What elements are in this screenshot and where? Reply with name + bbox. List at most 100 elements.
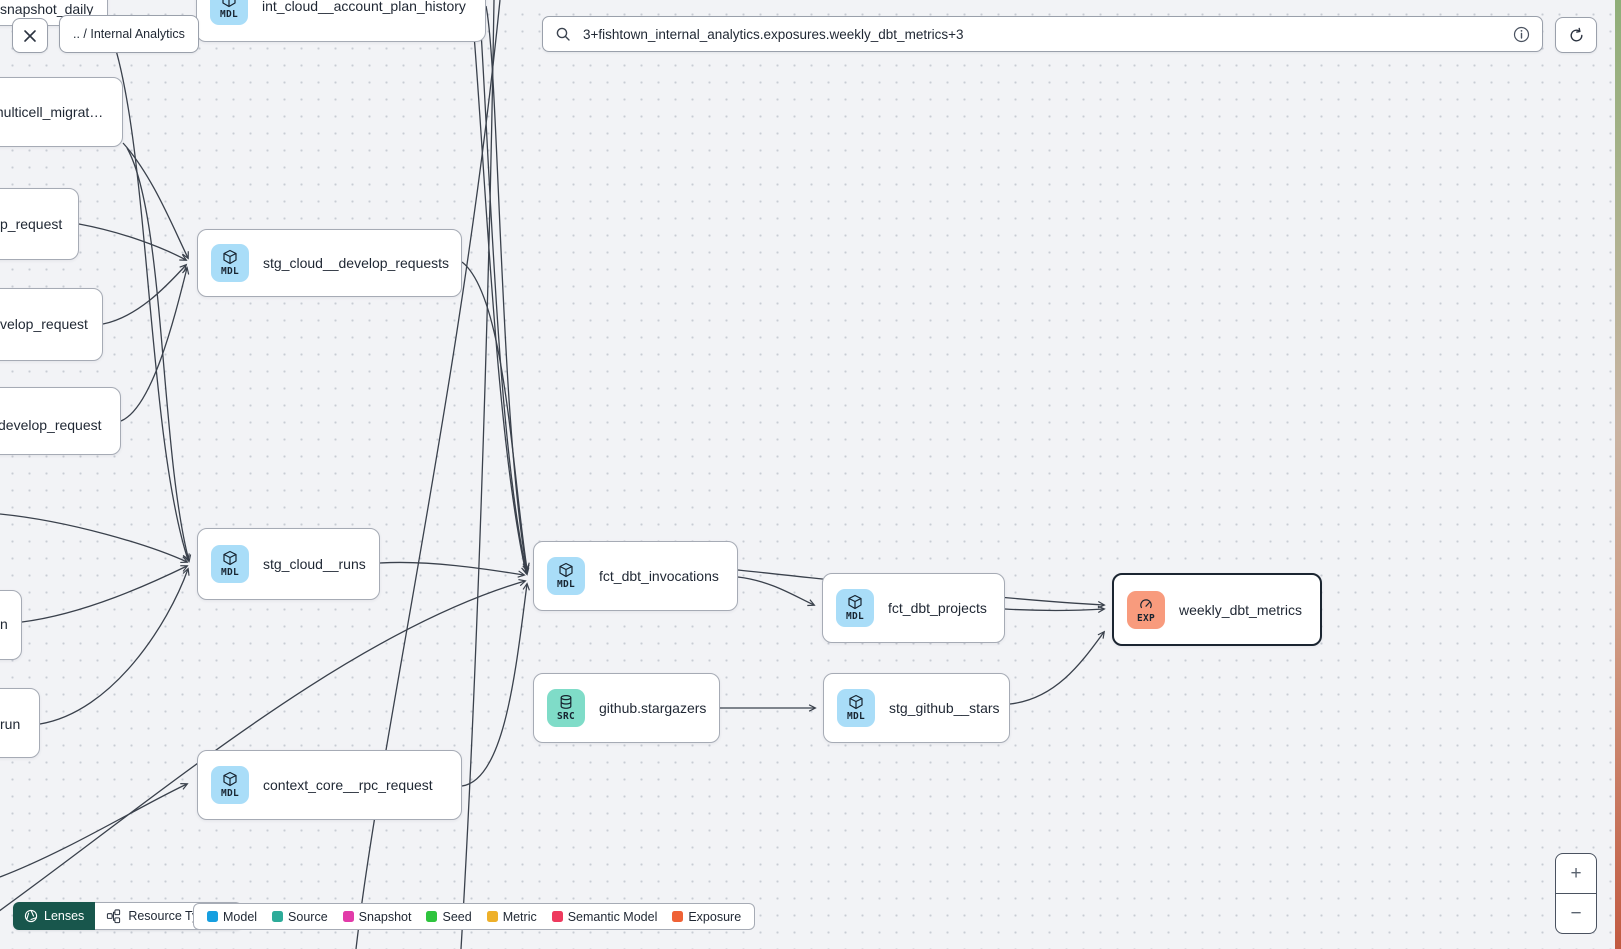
node-label: stg_cloud__develop_requests xyxy=(263,255,450,271)
legend-label: Exposure xyxy=(688,909,742,924)
node-run[interactable] xyxy=(0,688,40,758)
badge-label: MDL xyxy=(220,788,240,800)
legend-item-source: Source xyxy=(272,910,328,924)
zoom-in-button[interactable]: + xyxy=(1570,862,1582,884)
node-label: run xyxy=(0,716,21,732)
legend-swatch xyxy=(272,911,284,922)
legend-swatch xyxy=(207,911,218,922)
lenses-label: Lenses xyxy=(44,909,85,923)
model-icon xyxy=(223,250,237,265)
model-badge: MDL xyxy=(211,766,249,804)
zoom-out-button[interactable]: − xyxy=(1556,893,1596,933)
node-develop-request[interactable] xyxy=(0,387,121,455)
search-input[interactable] xyxy=(581,25,1503,43)
legend-label: Model xyxy=(223,909,258,924)
close-icon xyxy=(24,29,36,42)
node-stg-cloud-develop-requests[interactable]: MDL stg_cloud__develop_requests xyxy=(197,229,462,297)
resource-type-label: Resource Type xyxy=(128,909,213,923)
node-label: context_core__rpc_request xyxy=(263,777,433,793)
model-badge: MDL xyxy=(210,0,248,25)
model-icon xyxy=(222,0,236,8)
node-fct-dbt-invocations[interactable]: MDL fct_dbt_invocations xyxy=(533,541,738,611)
node-context-core-rpc-request[interactable]: MDL context_core__rpc_request xyxy=(197,750,462,820)
exposure-icon xyxy=(1140,599,1152,608)
breadcrumb[interactable]: .. / Internal Analytics xyxy=(59,15,199,53)
node-n[interactable] xyxy=(0,590,22,660)
model-badge: MDL xyxy=(211,244,249,282)
model-icon xyxy=(849,695,863,710)
close-button[interactable] xyxy=(12,18,48,53)
source-badge: SRC xyxy=(547,689,585,727)
badge-label: SRC xyxy=(556,711,576,723)
model-icon xyxy=(848,595,862,610)
legend-item-metric: Metric xyxy=(486,909,537,924)
lenses-icon xyxy=(24,909,38,923)
node-label: fct_dbt_invocations xyxy=(599,568,719,584)
model-badge: MDL xyxy=(547,557,585,595)
node-label: stg_cloud__runs xyxy=(263,556,366,572)
badge-label: MDL xyxy=(846,711,866,723)
model-badge: MDL xyxy=(837,689,875,727)
legend-label: Semantic Model xyxy=(567,909,658,924)
node-label: weekly_dbt_metrics xyxy=(1179,601,1302,618)
badge-label: MDL xyxy=(220,567,240,579)
info-icon[interactable] xyxy=(1513,26,1530,43)
refresh-button[interactable] xyxy=(1555,17,1597,53)
node-label: int_cloud__account_plan_history xyxy=(262,0,466,14)
node-label: snapshot_daily xyxy=(0,1,94,17)
lenses-button[interactable]: Lenses xyxy=(13,902,96,930)
node-label: github.stargazers xyxy=(599,700,707,716)
node-label: velop_request xyxy=(0,316,88,332)
legend-label: Metric xyxy=(502,909,537,924)
legend-label: Source xyxy=(288,909,328,924)
badge-label: MDL xyxy=(219,9,239,21)
node-stg-github-stars[interactable]: MDL stg_github__stars xyxy=(823,673,1010,743)
refresh-icon xyxy=(1570,27,1582,41)
legend-swatch xyxy=(426,911,438,922)
exposure-badge: EXP xyxy=(1127,590,1165,629)
source-icon xyxy=(560,695,572,710)
model-badge: MDL xyxy=(211,545,249,583)
breadcrumb-label: .. / Internal Analytics xyxy=(73,27,185,41)
node-github-stargazers[interactable]: SRC github.stargazers xyxy=(533,673,720,743)
node-label: stg_github__stars xyxy=(889,700,1000,716)
badge-label: MDL xyxy=(220,266,240,278)
node-velop-request[interactable] xyxy=(0,288,103,361)
search-icon xyxy=(556,27,570,41)
node-label: n xyxy=(0,616,8,632)
legend-label: Snapshot xyxy=(358,909,412,924)
legend-item-model: Model xyxy=(207,910,257,924)
legend-item-exposure: Exposure xyxy=(672,910,741,924)
model-icon xyxy=(223,551,237,566)
desktop-wallpaper-sliver xyxy=(1615,0,1621,949)
node-multicell-migration[interactable] xyxy=(0,77,123,147)
model-icon xyxy=(223,772,237,787)
badge-label: MDL xyxy=(556,579,576,591)
model-badge: MDL xyxy=(836,589,874,627)
legend-swatch xyxy=(486,911,498,922)
node-label: p_request xyxy=(0,216,63,232)
legend-swatch xyxy=(551,911,563,922)
legend-label: Seed xyxy=(442,909,472,924)
zoom-controls: + − xyxy=(1555,853,1597,934)
badge-label: MDL xyxy=(845,611,865,623)
node-label: develop_request xyxy=(0,417,102,433)
node-label: fct_dbt_projects xyxy=(888,600,987,616)
legend-item-semantic-model: Semantic Model xyxy=(551,909,658,924)
legend-swatch xyxy=(342,911,354,922)
node-weekly-dbt-metrics[interactable]: EXP weekly_dbt_metrics xyxy=(1112,573,1322,646)
node-p-request[interactable] xyxy=(0,188,79,260)
node-int-cloud-account-plan-history[interactable]: MDL int_cloud__account_plan_history xyxy=(196,0,486,42)
badge-label: EXP xyxy=(1136,612,1156,624)
resource-type-legend: Model Source Snapshot Seed Metric Semant… xyxy=(193,903,756,930)
node-label: multicell_migrat… xyxy=(0,104,104,120)
legend-item-seed: Seed xyxy=(426,909,472,924)
legend-swatch xyxy=(672,911,684,922)
model-icon xyxy=(559,563,573,578)
search-bar[interactable] xyxy=(542,16,1543,52)
resource-type-icon xyxy=(107,908,121,923)
node-fct-dbt-projects[interactable]: MDL fct_dbt_projects xyxy=(822,573,1005,643)
legend-item-snapshot: Snapshot xyxy=(342,909,412,924)
node-stg-cloud-runs[interactable]: MDL stg_cloud__runs xyxy=(197,528,380,600)
